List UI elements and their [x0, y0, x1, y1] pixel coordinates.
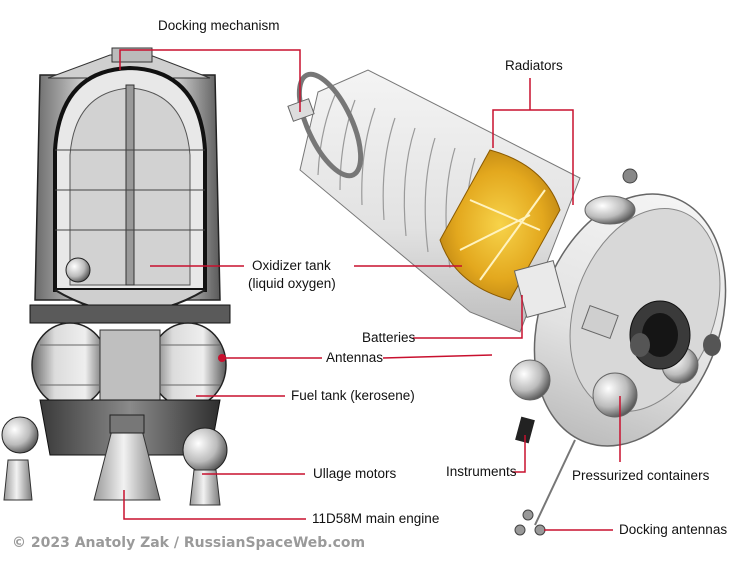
stage-render [287, 69, 727, 536]
label-pressurized-containers: Pressurized containers [572, 468, 710, 483]
leader-radiators [492, 109, 574, 205]
leader-lines [119, 49, 621, 531]
cutaway-drawing [1, 47, 231, 506]
leader-instruments [512, 435, 526, 473]
label-ullage-motors: Ullage motors [313, 466, 397, 481]
label-main-engine: 11D58M main engine [312, 511, 440, 526]
leader-antennas-right [382, 354, 493, 359]
label-docking-mechanism: Docking mechanism [158, 18, 280, 33]
leader-docking-mechanism [119, 49, 301, 112]
label-oxidizer-tank-sub: (liquid oxygen) [248, 276, 336, 291]
leader-main-engine [123, 490, 306, 520]
label-fuel-tank: Fuel tank (kerosene) [291, 388, 415, 403]
label-radiators: Radiators [505, 58, 563, 73]
label-instruments: Instruments [446, 464, 517, 479]
label-docking-antennas: Docking antennas [619, 522, 728, 537]
label-batteries: Batteries [362, 330, 416, 345]
copyright-credit: © 2023 Anatoly Zak / RussianSpaceWeb.com [12, 535, 366, 551]
leader-batteries [413, 295, 523, 339]
label-antennas: Antennas [326, 350, 384, 365]
label-oxidizer-tank: Oxidizer tank [252, 258, 331, 273]
